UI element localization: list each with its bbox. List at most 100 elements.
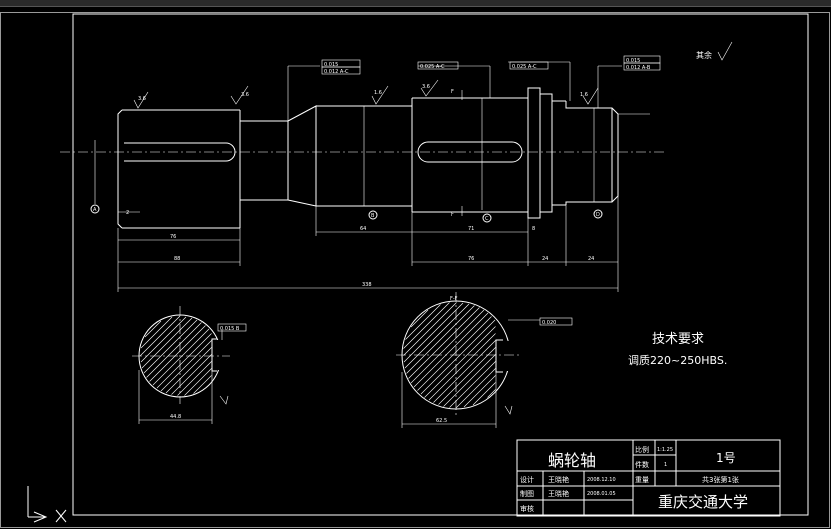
design-date: 2008.12.10 [587, 477, 616, 483]
section-mark-top: F [451, 89, 454, 95]
dim-76-left: 76 [170, 234, 176, 240]
hatch-line [193, 375, 212, 394]
dim-total: 338 [362, 282, 372, 288]
section-view-left [132, 306, 230, 424]
ratio-label: 比例 [635, 445, 649, 454]
hatch-line [146, 322, 202, 378]
designer-name: 王晓艳 [548, 475, 569, 484]
dim-2: 2 [126, 210, 129, 216]
tolerance-8: 0.020 [542, 320, 556, 326]
checker-label: 审核 [520, 504, 534, 513]
dim-71: 71 [468, 226, 474, 232]
datum-c: C [485, 216, 489, 222]
hatch-line [413, 312, 489, 388]
hatch-line [143, 319, 198, 374]
section-mark-bottom: F [451, 212, 454, 218]
drafter-name: 王晓艳 [548, 489, 569, 498]
hatch-line [403, 302, 457, 356]
sheet-info: 共3张第1张 [702, 475, 739, 484]
window-top-bar [0, 0, 831, 7]
hatch-line [472, 382, 496, 406]
ratio-value: 1:1.25 [657, 447, 673, 453]
hatch-line [487, 389, 496, 398]
roughness-5: 1.6 [580, 92, 588, 98]
designer-label: 设计 [520, 475, 534, 484]
draft-date: 2008.01.05 [587, 491, 616, 497]
dimension-lines [94, 61, 650, 292]
hatch-line [433, 340, 496, 403]
hatch-line [139, 315, 181, 357]
dim-section-left: 44.8 [170, 414, 181, 420]
tolerance-6: 0.012 A-B [626, 65, 651, 71]
dim-24-a: 24 [542, 256, 548, 262]
hatch-line [177, 361, 212, 396]
drafter-label: 制图 [520, 489, 534, 498]
ucs-icon [27, 486, 67, 523]
tolerance-4: 0.025 A-C [512, 64, 537, 70]
hatch-line [160, 340, 212, 392]
tech-requirements-note: 调质220~250HBS. [628, 354, 727, 367]
tolerance-2: 0.012 A-C [324, 69, 349, 75]
hatch-line [403, 302, 464, 363]
hatch-line [420, 319, 496, 395]
hatch-line [408, 307, 480, 379]
hatch-line [406, 305, 475, 374]
hatch-line [184, 368, 212, 396]
tech-requirements-title: 技术要求 [652, 332, 704, 347]
tolerance-3: 0.025 A-C [420, 64, 445, 70]
section-view-right [396, 292, 540, 428]
hatch-line [141, 317, 193, 369]
hatch-line [443, 354, 496, 407]
hatch-line [438, 347, 496, 405]
title-block [516, 439, 781, 517]
hatch-line [171, 354, 212, 395]
hatch-line [403, 302, 450, 349]
datum-d: D [596, 212, 600, 218]
hatch-line [156, 333, 212, 389]
hatch-line [455, 368, 496, 409]
tolerance-frames [217, 55, 661, 332]
hatch-line [417, 316, 492, 391]
shaft-main-view [117, 87, 619, 229]
surface-finish-note: 其余 [696, 50, 712, 60]
hatch-line [152, 328, 210, 386]
part-name: 蜗轮轴 [548, 451, 596, 470]
hatch-line [410, 309, 429, 328]
datum-markers [90, 204, 603, 223]
roughness-3: 1.6 [374, 90, 382, 96]
tolerance-7: 0.015 B [220, 326, 240, 332]
dim-64: 64 [360, 226, 366, 232]
hatch-line [144, 320, 162, 338]
hatch-line [428, 333, 496, 401]
hatch-line [165, 347, 212, 394]
hatch-line [140, 316, 173, 349]
weight-label: 重量 [635, 476, 649, 484]
datum-b: B [371, 213, 375, 219]
dim-88: 88 [174, 256, 180, 262]
dim-section-right: 62.5 [436, 418, 447, 424]
roughness-2: 3.6 [241, 92, 249, 98]
tolerance-5: 0.015 [626, 58, 640, 64]
hatch-line [149, 325, 206, 382]
dim-8: 8 [532, 226, 535, 232]
count-label: 件数 [635, 460, 649, 469]
tolerance-1: 0.015 [324, 62, 338, 68]
datum-a: A [93, 207, 97, 213]
dim-24-b: 24 [588, 256, 594, 262]
count-value: 1 [664, 462, 667, 468]
school-name: 重庆交通大学 [658, 493, 748, 511]
hatch-line [404, 303, 470, 369]
dim-76-right: 76 [468, 256, 474, 262]
section-label-ff: F-F [450, 296, 458, 302]
sheet-outer-border [0, 12, 830, 528]
drawing-frame [72, 13, 809, 516]
hatch-line [463, 375, 496, 408]
drawing-number: 1号 [716, 451, 736, 465]
hatch-line [449, 361, 496, 408]
roughness-4: 3.6 [422, 84, 430, 90]
roughness-1: 3.6 [138, 96, 146, 102]
hatch-line [405, 304, 441, 340]
roughness-symbols [133, 41, 733, 109]
hatch-line [140, 316, 187, 363]
